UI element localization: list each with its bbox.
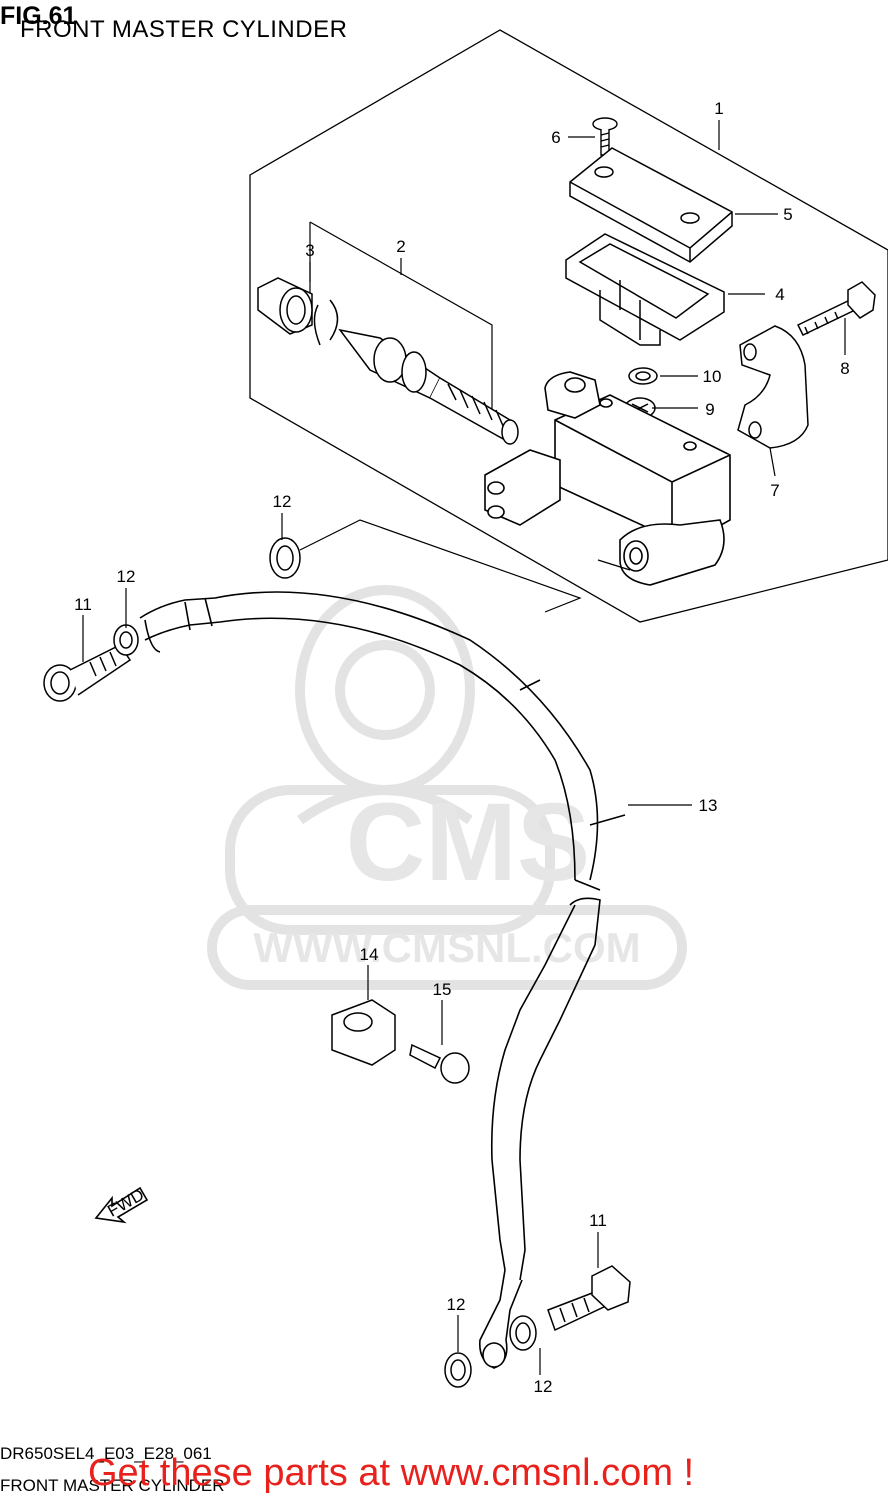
washer-part-12-left xyxy=(113,624,139,656)
callout-c5: 5 xyxy=(783,205,792,224)
get-parts-link[interactable]: Get these parts at www.cmsnl.com ! xyxy=(88,1452,695,1494)
assembly-box xyxy=(249,29,888,623)
piston-set-part-2 xyxy=(313,299,519,445)
banjo-bolt-part-11-right xyxy=(547,1265,631,1332)
callout-c12c: 12 xyxy=(447,1295,466,1314)
brake-hose-part-13 xyxy=(139,591,626,1369)
banjo-bolt-part-11-left xyxy=(43,644,132,702)
callout-c14: 14 xyxy=(360,945,379,964)
washer-part-12-bottom-right xyxy=(509,1315,537,1351)
bolt-part-8 xyxy=(796,281,876,336)
washer-part-10 xyxy=(628,367,658,385)
figure-title: FRONT MASTER CYLINDER xyxy=(20,16,348,43)
callout-c15: 15 xyxy=(433,980,452,999)
screw-part-15 xyxy=(409,1043,470,1084)
cmsnl-watermark xyxy=(207,585,687,990)
clamp-part-7 xyxy=(737,325,809,449)
screw-part-6 xyxy=(592,117,618,156)
callout-c6: 6 xyxy=(551,128,560,147)
callout-c12a: 12 xyxy=(273,492,292,511)
callout-c7: 7 xyxy=(770,481,779,500)
callout-c11b: 11 xyxy=(589,1211,607,1230)
hose-clip-part-14 xyxy=(331,999,396,1066)
diagram-code: DR650SEL4_E03_E28_061 xyxy=(0,1444,212,1463)
boot-part-3 xyxy=(257,277,313,335)
bracket-line-12 xyxy=(299,519,582,613)
callout-c4: 4 xyxy=(775,285,784,304)
washer-part-12-top xyxy=(269,537,301,579)
callout-c8: 8 xyxy=(840,359,849,378)
diaphragm-part-4 xyxy=(565,233,725,346)
sub-box-piston xyxy=(309,221,493,430)
washer-part-12-bottom-left xyxy=(444,1352,472,1388)
callout-c12b: 12 xyxy=(117,567,136,586)
callout-c12d: 12 xyxy=(534,1377,553,1396)
leader-lines xyxy=(82,120,846,1375)
callout-numbers: 1 2 3 4 5 6 7 8 9 10 11 12 12 13 14 15 1… xyxy=(74,99,850,1396)
callout-c2: 2 xyxy=(396,237,405,256)
watermark-url-text: WWW.CMSNL.COM xyxy=(253,924,640,971)
watermark-logo-text: CMS xyxy=(346,781,590,904)
callout-c9: 9 xyxy=(705,400,714,419)
master-cylinder-body xyxy=(484,371,731,586)
callout-c13: 13 xyxy=(699,796,718,815)
callout-c1: 1 xyxy=(714,99,723,118)
fwd-label: FWD xyxy=(104,1185,147,1221)
fwd-direction-arrow: FWD xyxy=(94,1185,149,1224)
callout-c10: 10 xyxy=(703,367,722,386)
footer-title: FRONT MASTER CYLINDER xyxy=(0,1476,225,1495)
callout-c3: 3 xyxy=(305,241,314,260)
figure-number: FIG.61 xyxy=(0,2,77,30)
callout-c11a: 11 xyxy=(74,595,92,614)
reservoir-cap-part-5 xyxy=(569,147,733,263)
